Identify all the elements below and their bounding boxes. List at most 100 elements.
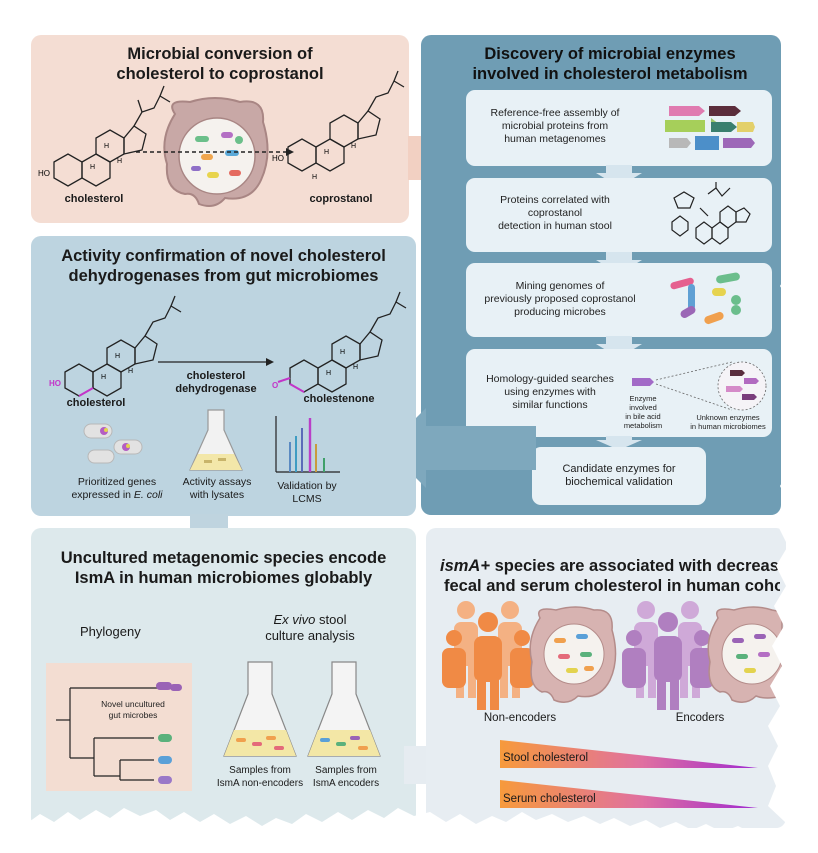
step-3-text: Mining genomes of previously proposed co… (470, 280, 650, 319)
non-encoders-label: Non-encoders (483, 712, 557, 724)
conversion-left-label: cholesterol (64, 193, 124, 205)
svg-text:H: H (324, 149, 329, 156)
association-title-line2: fecal and serum cholesterol in human coh… (444, 577, 780, 595)
coprostanol-molecule: HO H H H (272, 70, 405, 181)
flask-encoders-label: Samples from IsmA encoders (296, 764, 396, 790)
activity-title-line1: Activity confirmation of novel cholester… (61, 247, 386, 265)
novel-line2: gut microbes (108, 710, 158, 720)
exvivo-rest: stool (315, 612, 347, 627)
step-2-line1: Proteins correlated with (500, 194, 610, 206)
serum-cholesterol-bar (500, 780, 758, 808)
step-1-line3: human metagenomes (504, 133, 606, 145)
step-arrow-4 (596, 436, 642, 450)
flask2-line1: Samples from (315, 765, 377, 776)
conversion-right-label: coprostanol (309, 193, 373, 205)
activity-item-3: Validation by LCMS (262, 480, 352, 506)
flask2-line2: IsmA encoders (312, 778, 380, 789)
step-2-line2: coprostanol (527, 207, 583, 219)
enzyme-note-line1: Enzyme (629, 394, 657, 403)
candidate-line2: biochemical validation (565, 476, 673, 488)
item1-line2-em: E. coli (133, 489, 163, 501)
item3-line2: LCMS (292, 493, 322, 505)
association-title-em: ismA+ (440, 557, 490, 575)
svg-text:H: H (326, 370, 331, 377)
phylogeny-tree (56, 682, 182, 784)
item2-line1: Activity assays (182, 476, 252, 488)
ecoli-cells-icon (83, 423, 143, 464)
molecule-structures-icon (671, 182, 751, 245)
novel-microbes-label: Novel uncultured gut microbes (88, 699, 178, 721)
step-2-text: Proteins correlated with coprostanol det… (470, 194, 640, 233)
svg-text:HO: HO (272, 154, 284, 163)
step-2-line3: detection in human stool (498, 220, 612, 232)
svg-text:H: H (115, 353, 120, 360)
exvivo-label: Ex vivo stool culture analysis (240, 612, 380, 644)
candidate-line1: Candidate enzymes for (562, 463, 676, 475)
uncultured-title: Uncultured metagenomic species encode Is… (31, 548, 416, 588)
stool-cholesterol-label: Stool cholesterol (503, 752, 589, 764)
svg-text:H: H (128, 368, 133, 375)
unknown-enzymes-note: Unknown enzymes in human microbiomes (682, 413, 774, 431)
assay-flask-icon (189, 409, 243, 471)
encoder-people-icon (622, 601, 714, 710)
exvivo-line1: Ex vivo stool (240, 612, 380, 628)
svg-text:HO: HO (38, 169, 50, 178)
enzyme-note-line4: metabolism (623, 421, 663, 430)
dehydrogenase-line1: cholesterol (186, 370, 246, 382)
step-arrow-3 (596, 336, 642, 358)
flask-encoders (307, 661, 381, 757)
activity-item-1: Prioritized genes expressed in E. coli (62, 476, 172, 502)
step-4-line2: using enzymes with (504, 386, 596, 398)
svg-text:H: H (312, 174, 317, 181)
step-1-line1: Reference-free assembly of (490, 107, 620, 119)
flask1-line2: IsmA non-encoders (216, 778, 304, 789)
step-arrow-1 (596, 165, 642, 187)
activity-title-line2: dehydrogenases from gut microbiomes (68, 267, 379, 285)
step-4-line3: similar functions (512, 399, 588, 411)
encoders-label: Encoders (675, 712, 725, 724)
cholesterol-molecule-2: HO H H H (49, 295, 182, 397)
cholesterol-molecule-1: HO H H H (38, 85, 171, 187)
uncultured-title-line2: IsmA in human microbiomes globably (74, 569, 373, 587)
item3-line1: Validation by (277, 480, 337, 492)
discovery-to-activity-arrow (386, 408, 536, 488)
enzyme-note-line2: involved (629, 403, 657, 412)
activity-right-label: cholestenone (303, 393, 375, 405)
flask1-line1: Samples from (229, 765, 291, 776)
item1-line2: expressed in E. coli (62, 489, 172, 502)
association-title: ismA+ species are associated with decrea… (440, 556, 780, 596)
uncultured-title-line1: Uncultured metagenomic species encode (60, 549, 387, 567)
step-3-line2: previously proposed coprostanol (484, 293, 636, 305)
gut-microbiome-illustration (163, 97, 269, 207)
svg-text:H: H (351, 143, 356, 150)
novel-line1: Novel uncultured (101, 699, 165, 709)
association-title-line1: ismA+ species are associated with decrea… (440, 556, 780, 576)
unknown-line1: Unknown enzymes (696, 413, 760, 422)
conversion-title: Microbial conversion of cholesterol to c… (31, 44, 409, 84)
activity-left-label: cholesterol (66, 397, 126, 409)
unknown-line2: in human microbiomes (690, 422, 766, 431)
activity-item-2: Activity assays with lysates (172, 476, 262, 502)
conversion-title-line1: Microbial conversion of (127, 45, 313, 63)
enzyme-note-line3: in bile acid (625, 412, 661, 421)
activity-title: Activity confirmation of novel cholester… (31, 246, 416, 286)
dehydrogenase-label: cholesterol dehydrogenase (166, 370, 266, 396)
dehydrogenase-line2: dehydrogenase (175, 383, 257, 395)
svg-text:H: H (340, 349, 345, 356)
step-3-line3: producing microbes (514, 306, 606, 318)
svg-text:H: H (104, 143, 109, 150)
cholestenone-molecule: O H H H (272, 291, 407, 393)
item2-line2: with lysates (189, 489, 245, 501)
step-4-line1: Homology-guided searches (486, 373, 614, 385)
flask-non-encoders-label: Samples from IsmA non-encoders (210, 764, 310, 790)
torn-edge-right (768, 0, 818, 853)
candidate-enzymes-box (532, 447, 706, 505)
step-1-line2: microbial proteins from (501, 120, 609, 132)
step-4-text: Homology-guided searches using enzymes w… (470, 373, 630, 412)
non-encoder-people-icon (442, 601, 534, 710)
svg-text:H: H (101, 374, 106, 381)
lcms-spectrum-icon (275, 416, 340, 473)
flask-non-encoders (223, 661, 297, 757)
svg-text:H: H (117, 158, 122, 165)
svg-text:H: H (353, 364, 358, 371)
